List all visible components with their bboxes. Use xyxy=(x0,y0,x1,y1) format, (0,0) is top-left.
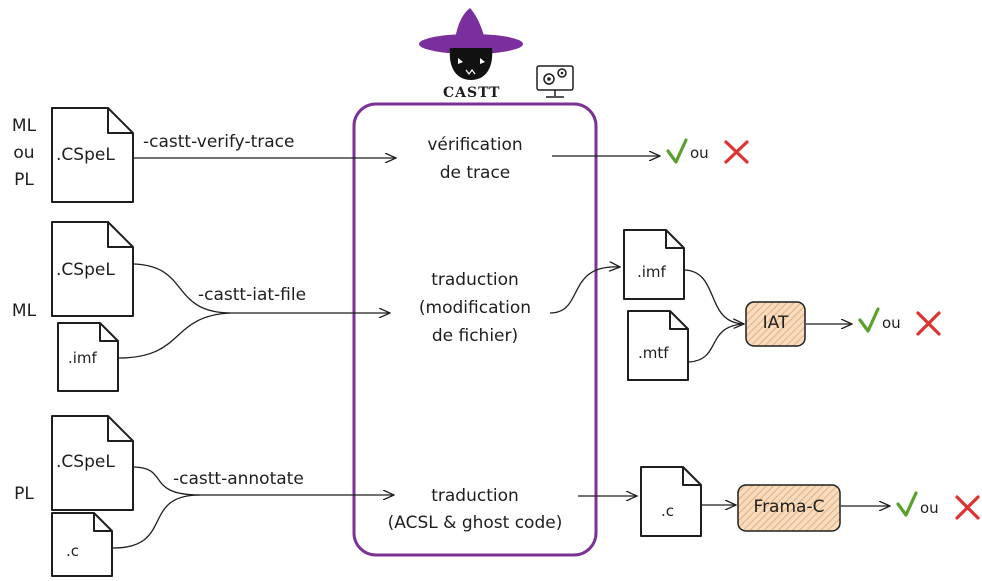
file-icon xyxy=(627,310,689,381)
castt-logo-text: CASTT xyxy=(443,85,501,101)
process-step-label: de fichier) xyxy=(431,326,519,346)
connector-imf-tool xyxy=(684,269,744,324)
or-label: ou xyxy=(882,314,901,332)
option-label: -castt-annotate xyxy=(173,469,304,489)
file-icon xyxy=(51,221,134,317)
file-label: .c xyxy=(66,542,80,560)
cross-icon xyxy=(916,311,941,336)
file-icon xyxy=(51,107,134,203)
frama-c-box xyxy=(737,484,841,532)
file-icon xyxy=(51,512,113,577)
language-label: ou xyxy=(13,143,35,163)
tool-label: Frama-C xyxy=(753,497,825,517)
language-label: ML xyxy=(11,301,37,321)
iat-box xyxy=(745,301,806,347)
file-icon xyxy=(623,229,685,300)
file-label: .CSpeL xyxy=(56,452,115,472)
option-label: -castt-verify-trace xyxy=(143,132,295,152)
file-label: .imf xyxy=(637,263,666,281)
cross-icon xyxy=(724,140,749,164)
connector-mtf-tool xyxy=(688,323,745,363)
process-step-label: vérification xyxy=(427,135,523,155)
or-label: ou xyxy=(920,499,939,517)
connector-c-annotate xyxy=(112,494,201,549)
process-step-label: traduction xyxy=(431,486,519,506)
language-label: PL xyxy=(14,484,34,504)
castt-logo xyxy=(419,8,574,98)
connector-cspel-iat xyxy=(133,263,231,314)
check-icon xyxy=(858,307,880,333)
language-label: PL xyxy=(14,170,34,190)
cross-icon xyxy=(955,495,980,520)
process-step-label: (modification xyxy=(418,298,532,318)
file-icon xyxy=(640,466,702,537)
connector-cspel-annotate xyxy=(133,466,201,496)
file-label: .mtf xyxy=(638,344,669,362)
check-icon xyxy=(896,491,918,517)
file-icon xyxy=(51,415,134,511)
process-step-label: traduction xyxy=(431,270,519,290)
castt-process-box xyxy=(352,102,598,557)
file-label: .CSpeL xyxy=(56,145,115,165)
connector-imf-iat xyxy=(118,312,231,359)
file-label: .CSpeL xyxy=(56,260,115,280)
process-step-label: (ACSL & ghost code) xyxy=(387,513,563,533)
check-icon xyxy=(666,138,688,164)
arrow-iat-out xyxy=(549,267,620,314)
wizard-hat-icon xyxy=(419,8,523,80)
file-label: .c xyxy=(661,502,675,520)
file-icon xyxy=(57,322,119,392)
file-label: .imf xyxy=(68,349,97,367)
settings-monitor-icon xyxy=(536,65,574,98)
option-label: -castt-iat-file xyxy=(198,285,307,305)
tool-label: IAT xyxy=(762,313,789,333)
or-label: ou xyxy=(690,144,709,162)
process-step-label: de trace xyxy=(439,163,511,183)
language-label: ML xyxy=(11,116,37,136)
